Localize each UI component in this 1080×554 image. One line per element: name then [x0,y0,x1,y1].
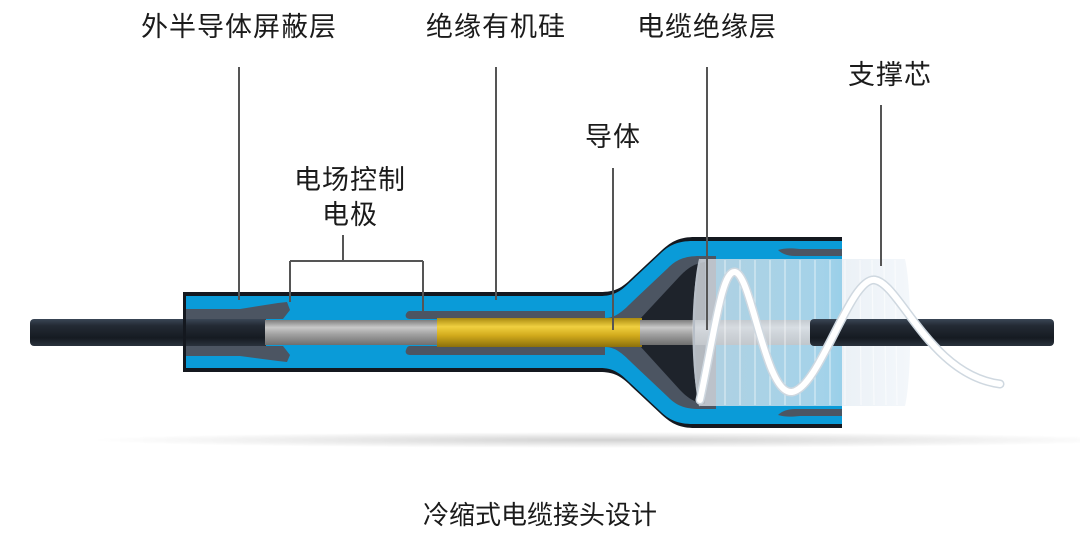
label-outer-semiconductive-shield: 外半导体屏蔽层 [141,12,337,43]
stress-control-electrode-center-lower [405,346,605,355]
connector-ferrule [437,318,642,347]
label-stress-control-electrode-line2: 电极 [322,200,378,231]
support-core-helix [695,267,1005,405]
bulge-electrode-top [778,248,842,256]
ground-shadow [90,432,1080,448]
bulge-electrode-bottom [778,409,842,417]
leader-lines [238,67,882,330]
stress-control-electrode-left-lower [186,346,290,362]
right-cable-jacket [810,319,1054,346]
label-insulating-silicone: 绝缘有机硅 [426,12,566,43]
label-conductor: 导体 [585,122,641,153]
stress-control-electrode-left [186,302,290,319]
leader-electrode-bracket [289,235,424,311]
left-cable-inside [186,319,266,346]
label-support-core: 支撑芯 [848,60,932,91]
left-conductor-insulation [265,320,440,345]
stress-control-electrode-center [405,311,605,319]
left-cable-jacket [30,319,230,346]
label-cable-insulation: 电缆绝缘层 [637,12,777,43]
diagram-caption: 冷缩式电缆接头设计 [422,501,658,531]
label-stress-control-electrode-line1: 电场控制 [294,165,406,196]
